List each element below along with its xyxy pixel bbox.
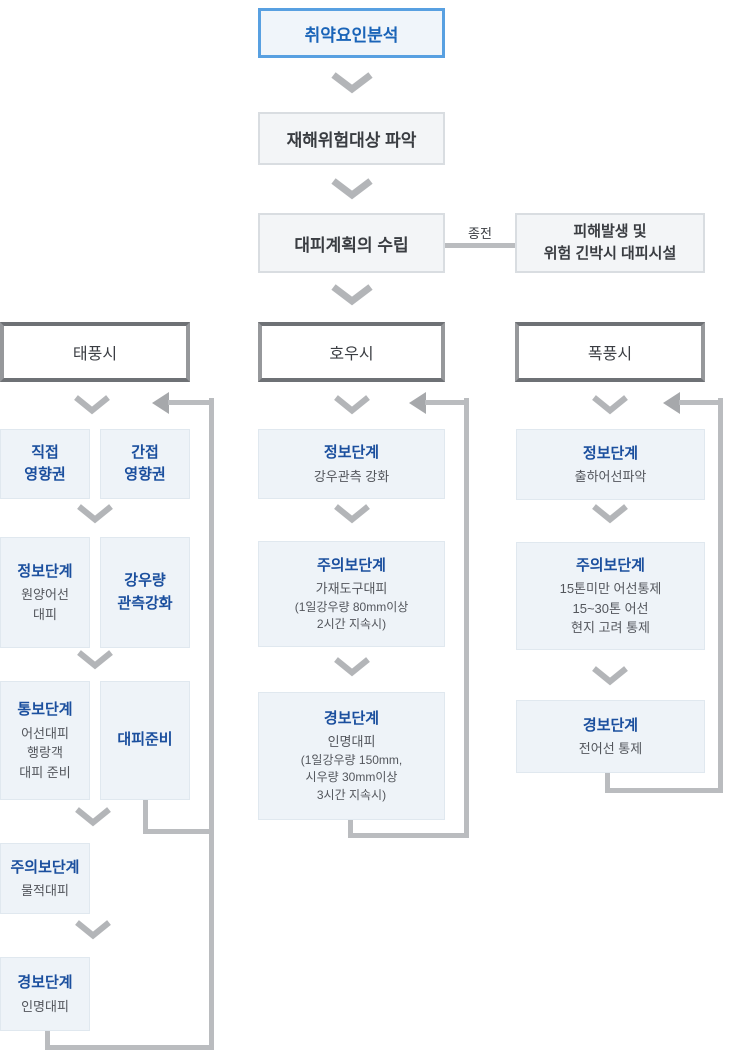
vulnerability-analysis-box: 취약요인분석 bbox=[258, 8, 445, 58]
cell-body: 인명대피 bbox=[327, 734, 376, 750]
typhoon-advisory-stage-box: 주의보단계 물적대피 bbox=[0, 843, 90, 914]
storm-header: 폭풍시 bbox=[515, 322, 705, 382]
storm-warning-stage-box: 경보단계 전어선 통제 bbox=[516, 700, 705, 773]
storm-info-stage-box: 정보단계 출하어선파악 bbox=[516, 429, 705, 500]
connector-line bbox=[605, 788, 723, 793]
evacuation-prepare-box: 대피준비 bbox=[100, 681, 190, 800]
cell-body: 강우관측 강화 bbox=[313, 468, 390, 484]
connector-line bbox=[605, 773, 610, 793]
arrow-down-icon bbox=[591, 504, 629, 524]
connector-line bbox=[348, 820, 353, 838]
return-left-arrow-icon bbox=[663, 392, 680, 414]
cell-body: 어선대피 행랑객 대피 준비 bbox=[19, 725, 71, 780]
cell-title: 경보단계 bbox=[323, 709, 380, 727]
return-left-arrow-icon bbox=[152, 392, 169, 414]
feedback-line bbox=[718, 398, 723, 793]
direct-zone-box: 직접 영향권 bbox=[0, 429, 90, 499]
cell-title: 간접 영향권 bbox=[124, 443, 166, 484]
connector-line bbox=[143, 800, 148, 832]
connector-line bbox=[348, 833, 469, 838]
typhoon-warning-stage-box: 경보단계 인명대피 bbox=[0, 957, 90, 1031]
cell-title: 주의보단계 bbox=[316, 556, 386, 574]
cell-title: 강우량 관측강화 bbox=[117, 572, 173, 612]
arrow-down-icon bbox=[73, 395, 111, 415]
arrow-down-icon bbox=[333, 504, 371, 524]
arrow-down-icon bbox=[333, 657, 371, 677]
cell-body: 인명대피 bbox=[21, 998, 69, 1014]
cell-title: 경보단계 bbox=[17, 974, 73, 991]
cell-title: 대피준비 bbox=[117, 731, 173, 749]
heavy-rain-header: 호우시 bbox=[258, 322, 445, 382]
typhoon-info-stage-box: 정보단계 원양어선 대피 bbox=[0, 537, 90, 648]
connector-line bbox=[425, 400, 469, 405]
arrow-down-icon bbox=[330, 72, 374, 94]
arrow-down-icon bbox=[76, 650, 114, 670]
connector-line bbox=[679, 400, 723, 405]
rain-watch-box: 강우량 관측강화 bbox=[100, 537, 190, 648]
cell-title: 정보단계 bbox=[582, 444, 639, 462]
arrow-down-icon bbox=[333, 395, 371, 415]
rain-warning-stage-box: 경보단계 인명대피 (1일강우량 150mm, 시우량 30mm이상 3시간 지… bbox=[258, 692, 445, 820]
cell-body: 가재도구대피 bbox=[315, 581, 388, 597]
cell-body: 출하어선파악 bbox=[574, 469, 647, 484]
rain-advisory-stage-box: 주의보단계 가재도구대피 (1일강우량 80mm이상 2시간 지속시) bbox=[258, 541, 445, 647]
cell-note: (1일강우량 80mm이상 2시간 지속시) bbox=[294, 599, 409, 631]
cell-note: (1일강우량 150mm, 시우량 30mm이상 3시간 지속시) bbox=[300, 752, 403, 802]
cell-title: 정보단계 bbox=[17, 562, 73, 580]
former-label: 종전 bbox=[468, 226, 492, 241]
feedback-line bbox=[464, 398, 469, 838]
cell-body: 물적대피 bbox=[21, 883, 69, 898]
rain-info-stage-box: 정보단계 강우관측 강화 bbox=[258, 429, 445, 499]
former-facility-box: 피해발생 및 위험 긴박시 대피시설 bbox=[515, 213, 705, 273]
connector-line bbox=[143, 829, 214, 834]
indirect-zone-box: 간접 영향권 bbox=[100, 429, 190, 499]
cell-title: 주의보단계 bbox=[10, 858, 80, 876]
arrow-down-icon bbox=[74, 807, 112, 827]
connector-line bbox=[168, 400, 214, 405]
typhoon-notice-stage-box: 통보단계 어선대피 행랑객 대피 준비 bbox=[0, 681, 90, 800]
storm-advisory-stage-box: 주의보단계 15톤미만 어선통제 15~30톤 어선 현지 고려 통제 bbox=[516, 542, 705, 650]
connector-line bbox=[45, 1031, 50, 1047]
risk-target-box: 재해위험대상 파악 bbox=[258, 112, 445, 165]
cell-title: 경보단계 bbox=[582, 716, 639, 734]
cell-body: 전어선 통제 bbox=[578, 741, 643, 756]
cell-title: 통보단계 bbox=[17, 701, 73, 718]
cell-body: 15톤미만 어선통제 15~30톤 어선 현지 고려 통제 bbox=[559, 581, 662, 635]
connector-line bbox=[45, 1045, 214, 1050]
arrow-down-icon bbox=[591, 666, 629, 686]
return-left-arrow-icon bbox=[409, 392, 426, 414]
cell-body: 원양어선 대피 bbox=[21, 587, 69, 622]
connector-line bbox=[445, 243, 515, 248]
evacuation-plan-box: 대피계획의 수립 bbox=[258, 213, 445, 273]
cell-title: 주의보단계 bbox=[575, 556, 645, 574]
typhoon-header: 태풍시 bbox=[0, 322, 190, 382]
feedback-line bbox=[209, 398, 214, 1050]
arrow-down-icon bbox=[330, 284, 374, 306]
arrow-down-icon bbox=[330, 178, 374, 200]
arrow-down-icon bbox=[76, 504, 114, 524]
arrow-down-icon bbox=[74, 920, 112, 940]
cell-title: 직접 영향권 bbox=[24, 443, 66, 484]
cell-title: 정보단계 bbox=[323, 444, 380, 461]
arrow-down-icon bbox=[591, 395, 629, 415]
